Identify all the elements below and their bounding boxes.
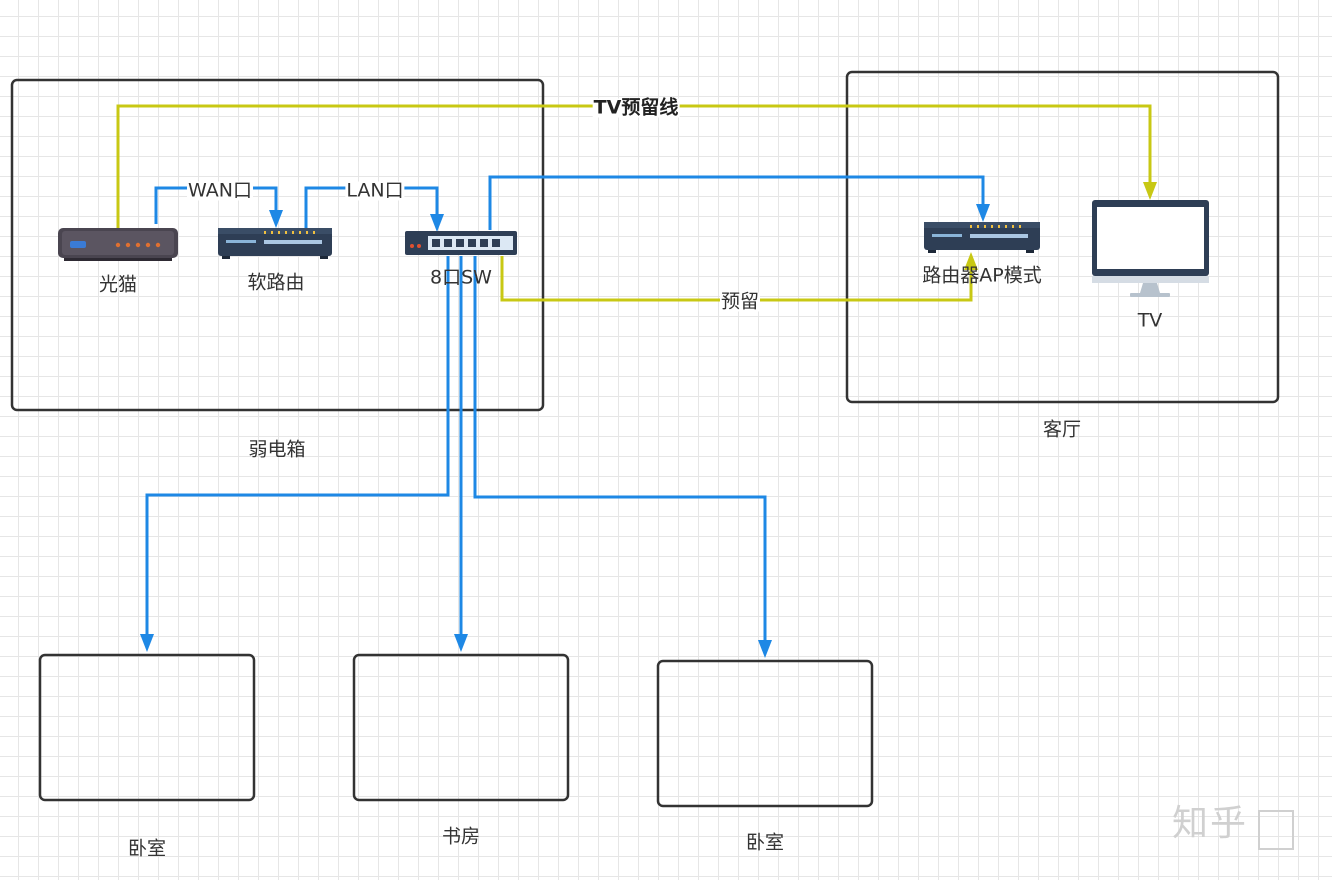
tv-reserved-edge-label: TV预留线: [592, 96, 680, 119]
zhihu-watermark: 知乎: [1172, 803, 1249, 844]
tv-label: TV: [1137, 309, 1163, 332]
switch-label: 8口SW: [430, 266, 492, 289]
ap-router-icon: [924, 222, 1040, 253]
living-room-container: [845, 70, 1280, 404]
study-label: 书房: [441, 825, 481, 848]
soft-router-label: 软路由: [247, 271, 305, 294]
reserved-edge-label: 预留: [719, 290, 761, 313]
living-room-label: 客厅: [1042, 418, 1082, 441]
ap-router-label: 路由器AP模式: [922, 264, 1042, 287]
switch-to-bedroom-2-line: [473, 256, 772, 658]
bedroom-2-label: 卧室: [745, 831, 785, 854]
study-box: [352, 653, 570, 802]
watermark-logo-icon: [1258, 810, 1294, 850]
wan-edge-label: WAN口: [187, 179, 253, 202]
modem-icon: [58, 228, 178, 261]
bedroom-1-box: [38, 653, 256, 802]
modem-label: 光猫: [98, 273, 138, 296]
soft-router-icon: [218, 228, 332, 259]
switch-to-ap-line: [488, 175, 990, 230]
bedroom-2-box: [656, 659, 874, 808]
switch-icon: [405, 231, 517, 255]
weak-box-container: [10, 78, 545, 412]
tv-reserved-line: [116, 104, 1157, 228]
tv-icon: [1092, 200, 1209, 297]
switch-to-study-line: [454, 256, 468, 652]
weak-box-label: 弱电箱: [248, 438, 306, 461]
bedroom-1-label: 卧室: [127, 837, 167, 860]
lan-edge-label: LAN口: [345, 179, 405, 202]
switch-to-bedroom-1-line: [140, 256, 450, 652]
